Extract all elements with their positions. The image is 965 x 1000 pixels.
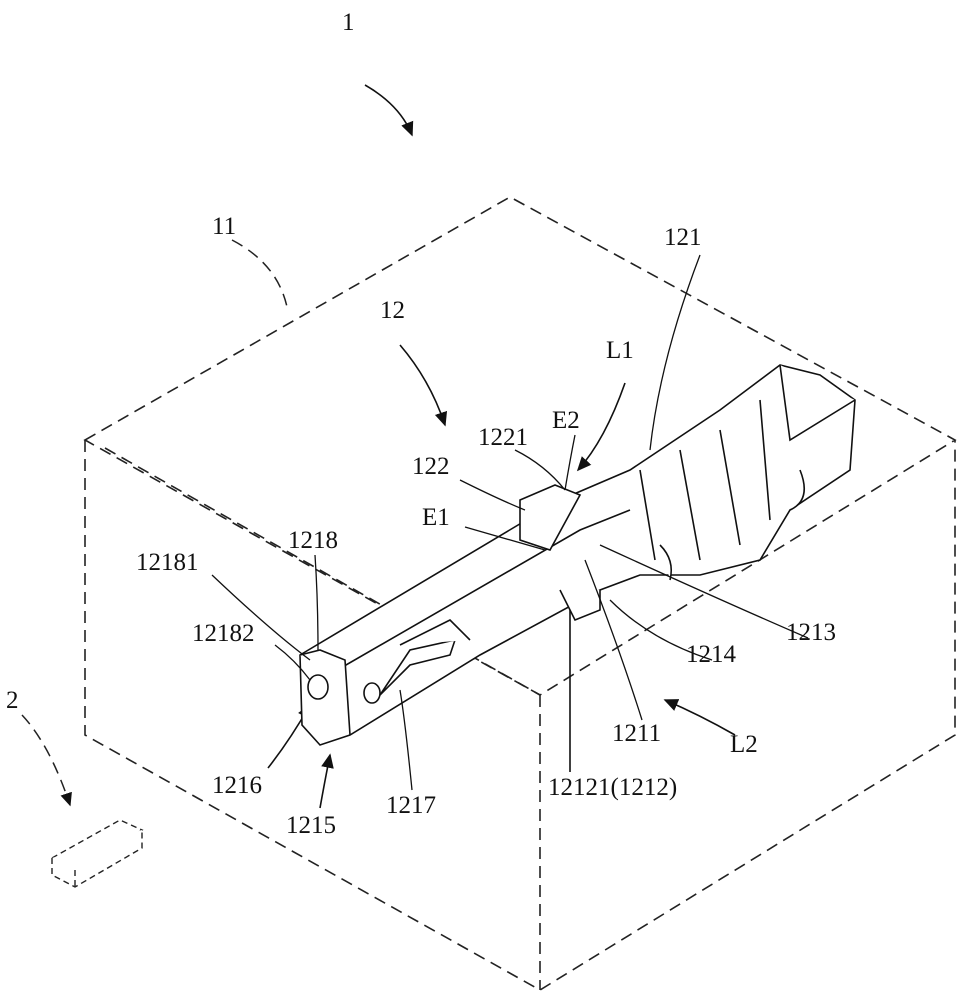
label-1216: 1216 — [212, 773, 262, 798]
label-e2: E2 — [552, 408, 580, 433]
label-12181: 12181 — [136, 550, 199, 575]
label-1214: 1214 — [686, 642, 736, 667]
label-1215: 1215 — [286, 813, 336, 838]
label-2: 2 — [6, 688, 19, 713]
label-1211: 1211 — [612, 721, 661, 746]
label-1218: 1218 — [288, 528, 338, 553]
label-1217: 1217 — [386, 793, 436, 818]
leader-lines-dashed — [22, 240, 288, 805]
label-12121: 12121(1212) — [548, 775, 677, 800]
label-11: 11 — [212, 214, 236, 239]
label-l2: L2 — [730, 732, 758, 757]
label-122: 122 — [412, 454, 450, 479]
label-l1: L1 — [606, 338, 634, 363]
label-1: 1 — [342, 10, 355, 35]
label-1221: 1221 — [478, 425, 528, 450]
label-1213: 1213 — [786, 620, 836, 645]
label-12182: 12182 — [192, 621, 255, 646]
component-2 — [52, 820, 142, 887]
label-e1: E1 — [422, 505, 450, 530]
label-121: 121 — [664, 225, 702, 250]
label-12: 12 — [380, 298, 405, 323]
